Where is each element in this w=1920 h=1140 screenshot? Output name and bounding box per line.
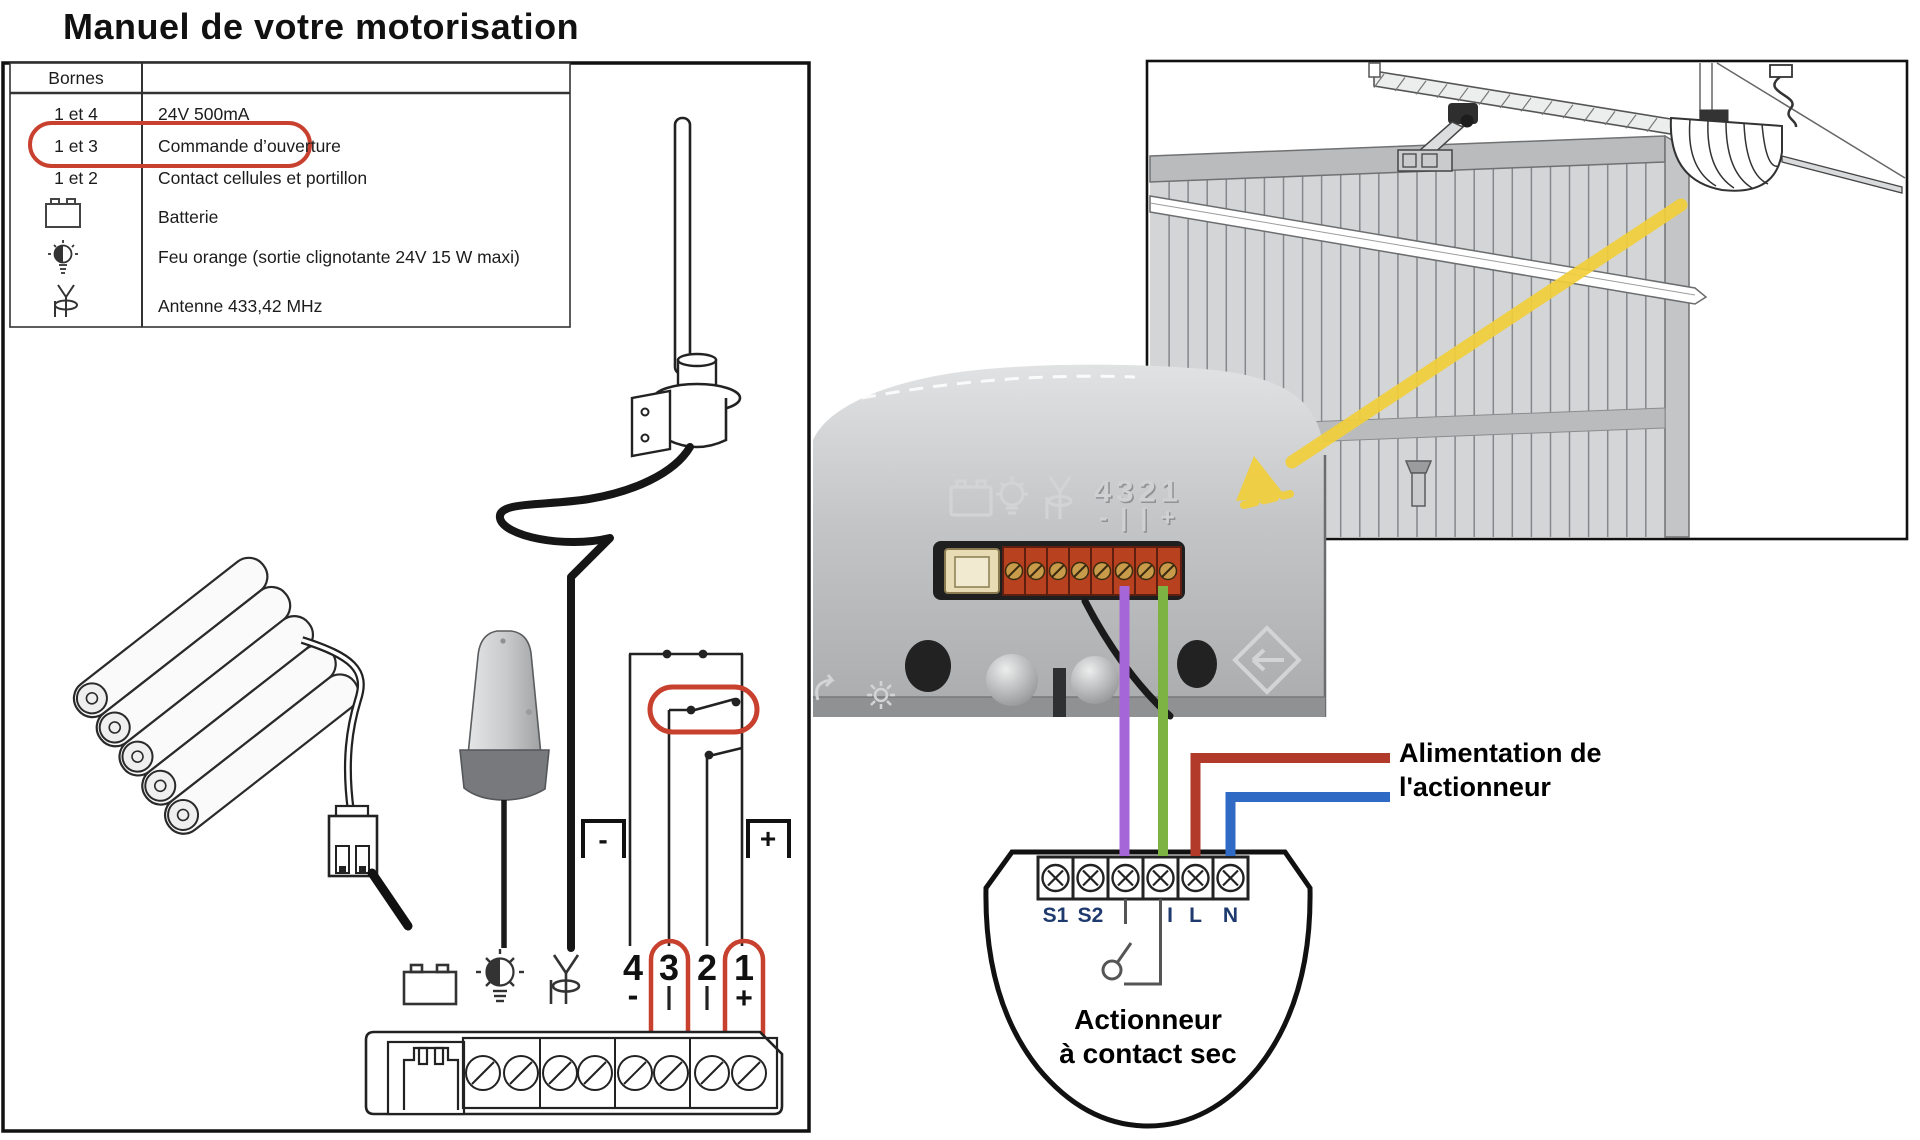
embossed-polarity: - | | + <box>1099 504 1178 532</box>
terminal-3-label: 3 <box>659 947 679 988</box>
plus-bracket <box>746 819 791 858</box>
terminal-1-label: 1 <box>734 947 754 988</box>
row-desc-1et4: 24V 500mA <box>158 104 250 124</box>
terminal-4-label: 4 <box>623 947 643 988</box>
embossed-beacon-icon <box>996 476 1028 515</box>
row-terminal-1et2: 1 et 2 <box>54 168 98 188</box>
actuator-caption-line1: Actionneur <box>1074 1004 1222 1035</box>
embossed-polarity-shadow: - | | + <box>1101 505 1180 533</box>
motor-head: 4321 4321 - | | + - | | + <box>813 364 1327 720</box>
dry-contact-switch <box>1101 899 1162 986</box>
command-circuit <box>581 649 791 946</box>
battery-connector <box>327 804 413 931</box>
wires <box>1119 586 1390 856</box>
torsion-rod <box>1781 155 1903 194</box>
label-n: N <box>1223 904 1238 927</box>
label-s1: S1 <box>1043 904 1069 927</box>
trolley-arm <box>1397 103 1478 172</box>
highlight-ellipse-switch <box>647 684 760 735</box>
highlight-ellipse-1et3 <box>28 121 312 168</box>
minus-bracket <box>581 819 626 858</box>
garage-antenna-wire <box>1769 64 1798 128</box>
power-label-line1: Alimentation de <box>1399 738 1602 768</box>
door-planks <box>1168 162 1647 537</box>
motor-hole-left <box>905 640 951 692</box>
actuator-terminal-labels: S1 S2 I L N <box>1043 904 1238 927</box>
antenna-cable <box>496 443 694 952</box>
embossed-diamond-arrow-icon <box>1232 625 1302 695</box>
battery-icon <box>45 198 81 228</box>
terminal-screws <box>465 1055 767 1091</box>
embossed-battery-icon <box>949 479 993 517</box>
beacon-light-icon-large <box>476 949 524 1003</box>
beacon-light-icon <box>48 240 78 274</box>
antenna-bracket <box>630 389 672 458</box>
red-wire <box>1190 753 1390 856</box>
battery-icon-large <box>402 963 458 1006</box>
actuator-terminal-screws <box>1041 863 1245 893</box>
terminal-number-labels: 4 3 2 1 - + <box>623 947 754 1015</box>
page-title: Manuel de votre motorisation <box>63 6 580 47</box>
motor-button-right <box>1071 656 1119 704</box>
terminal-icon-row <box>402 949 709 1010</box>
embossed-sun-icon <box>867 681 895 709</box>
row-desc-batterie: Batterie <box>158 207 219 227</box>
motor-button-left <box>986 654 1038 706</box>
label-l: L <box>1189 904 1202 927</box>
row-desc-1et2: Contact cellules et portillon <box>158 168 368 188</box>
motor-hole-right <box>1177 640 1217 688</box>
terminal-1-plus: + <box>735 982 753 1015</box>
rj-socket <box>386 1040 466 1116</box>
embossed-arrow-icon <box>815 674 835 701</box>
garage-motor-drum <box>1669 109 1783 192</box>
row-terminal-1et3: 1 et 3 <box>54 136 98 156</box>
label-i: I <box>1167 904 1173 927</box>
row-desc-feu-orange: Feu orange (sortie clignotante 24V 15 W … <box>158 247 520 267</box>
row-terminal-1et4: 1 et 4 <box>54 104 98 124</box>
actuator-caption-line2: à contact sec <box>1059 1038 1237 1069</box>
antenna-icon <box>54 284 78 317</box>
terminal-2-label: 2 <box>697 947 717 988</box>
yellow-arrow <box>1236 198 1688 509</box>
antenna-drawing <box>496 116 742 952</box>
battery-pack-drawing <box>72 556 413 931</box>
embossed-terminals-shadow: 4321 <box>1096 475 1185 510</box>
antenna-icon-large <box>549 954 581 1004</box>
terminal-block <box>364 1030 784 1116</box>
embossed-antenna-icon <box>1045 476 1073 519</box>
bracket-minus-label: - <box>598 824 607 855</box>
dome-highlight <box>861 374 1136 400</box>
terminals-table-grid <box>9 62 571 328</box>
left-wiring-panel: - + <box>1 61 811 1133</box>
power-label-line2: l'actionneur <box>1399 772 1551 802</box>
beacon-drawing <box>459 630 550 948</box>
door-right-jamb <box>1664 134 1690 538</box>
table-header: Bornes <box>48 68 104 88</box>
embossed-terminals: 4321 <box>1094 474 1183 509</box>
label-s2: S2 <box>1078 904 1104 927</box>
blue-wire <box>1225 792 1390 856</box>
actuator: S1 S2 I L N <box>983 849 1313 1129</box>
motor-divider <box>1053 668 1066 717</box>
row-desc-antenne: Antenne 433,42 MHz <box>158 296 323 316</box>
terminal-4-minus: - <box>628 977 639 1013</box>
bracket-plus-label: + <box>760 823 776 854</box>
row-desc-1et3: Commande d’ouverture <box>158 136 341 156</box>
door-handle <box>1404 460 1433 507</box>
motor-terminal-recess <box>933 541 1185 600</box>
